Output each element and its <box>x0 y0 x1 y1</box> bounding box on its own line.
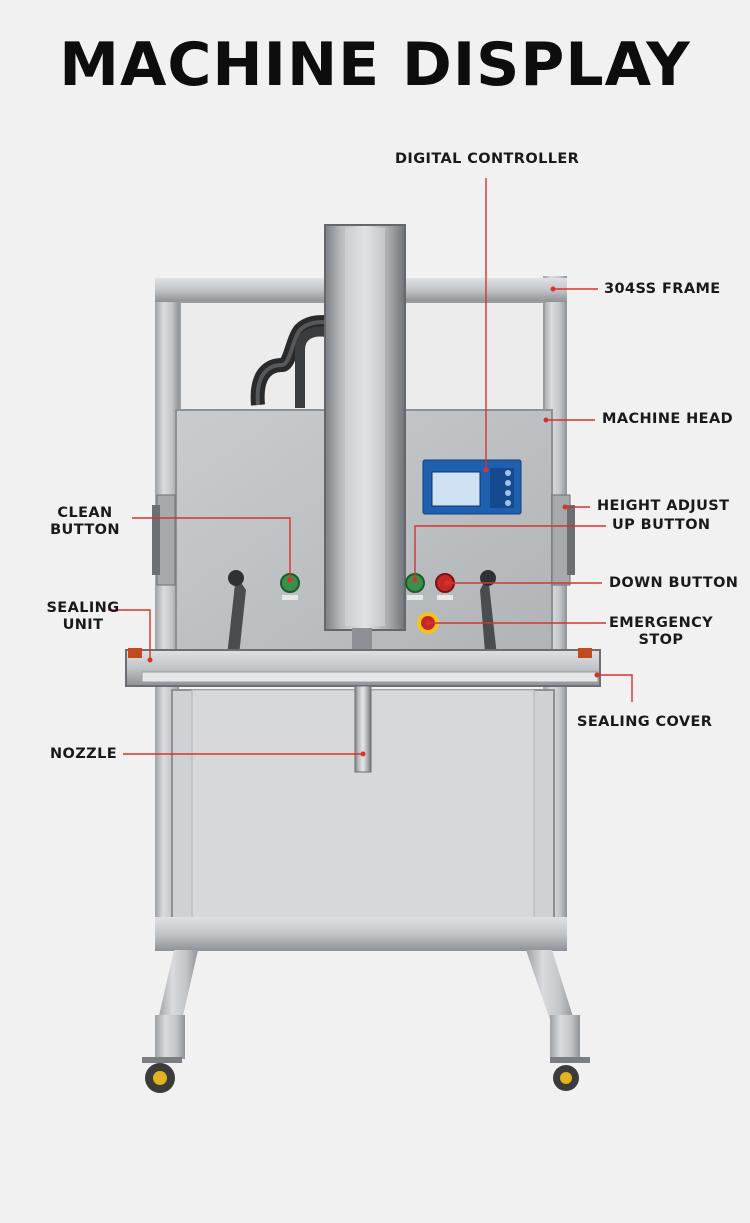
arm-right <box>480 575 498 665</box>
label-emergency-stop-line2: STOP <box>638 632 684 648</box>
label-digital-controller: DIGITAL CONTROLLER <box>395 151 580 167</box>
label-height-adjust: HEIGHT ADJUST <box>597 498 730 514</box>
label-up-button: UP BUTTON <box>612 517 711 533</box>
nozzle <box>354 685 372 773</box>
label-clean-button-line2: BUTTON <box>50 522 120 538</box>
leg-right <box>526 950 590 1091</box>
label-sealing-cover: SEALING COVER <box>577 714 713 730</box>
label-sealing-unit: SEALING UNIT <box>42 600 124 634</box>
label-sealing-unit-line2: UNIT <box>62 617 104 633</box>
label-machine-head: MACHINE HEAD <box>602 411 734 427</box>
label-emergency-stop-line1: EMERGENCY <box>608 615 714 631</box>
label-304ss-frame: 304SS FRAME <box>604 281 721 297</box>
label-nozzle: NOZZLE <box>50 746 118 762</box>
clean-button-knob <box>280 573 300 600</box>
label-down-button: DOWN BUTTON <box>609 575 739 591</box>
digital-controller <box>422 459 522 515</box>
height-adjust-left <box>152 494 176 586</box>
sealing-unit <box>125 648 601 687</box>
center-column <box>324 224 406 656</box>
down-button-knob <box>435 573 455 600</box>
label-clean-button-line1: CLEAN <box>57 505 113 521</box>
label-sealing-unit-line1: SEALING <box>46 600 120 616</box>
up-button-knob <box>405 573 425 600</box>
page-title: MACHINE DISPLAY <box>59 30 691 100</box>
emergency-stop-knob <box>417 612 439 634</box>
label-emergency-stop: EMERGENCY STOP <box>606 615 716 649</box>
leg-left <box>142 950 198 1093</box>
arm-left <box>226 575 246 665</box>
height-adjust-right <box>551 494 575 586</box>
label-clean-button: CLEAN BUTTON <box>44 505 126 539</box>
